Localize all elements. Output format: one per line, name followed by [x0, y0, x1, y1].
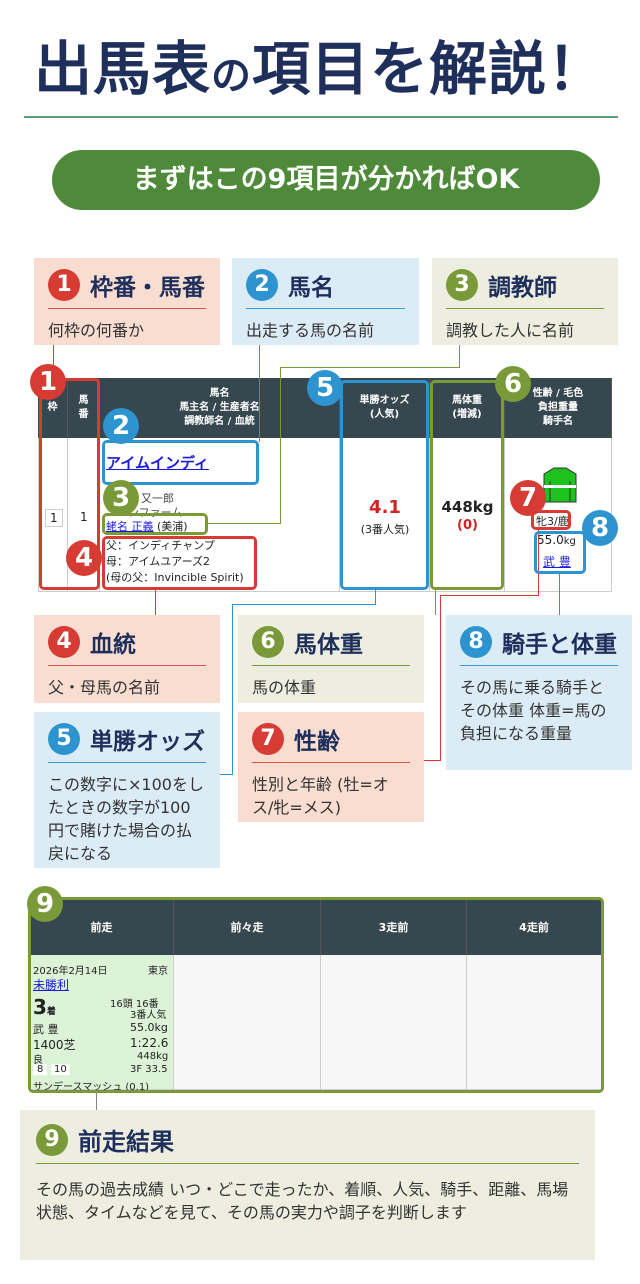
- header-4th-last: 4走前: [467, 900, 602, 955]
- race-date: 2026年2月14日: [33, 966, 108, 977]
- owner: 又一郎: [141, 492, 174, 505]
- badge-1: 1: [30, 364, 66, 400]
- header-3rd-last: 3走前: [321, 900, 467, 955]
- race-time: 1:22.6: [130, 1036, 169, 1050]
- race-name-link[interactable]: 未勝利: [33, 978, 70, 992]
- waku-badge: 1: [45, 509, 63, 527]
- highlight-1: [39, 378, 100, 590]
- badge-8: 8: [582, 510, 618, 546]
- highlight-5: [340, 380, 429, 590]
- popularity: (3番人気): [360, 523, 410, 536]
- past-jockey: 武 豊: [33, 1023, 59, 1036]
- highlight-4: [102, 536, 257, 590]
- distance: 1400芝: [33, 1038, 76, 1052]
- weight-change: (0): [457, 518, 478, 533]
- jockey-link[interactable]: 武 豊: [543, 555, 571, 569]
- badge-5: 5: [307, 370, 343, 406]
- dam: 母：アイムユアーズ2: [106, 555, 211, 568]
- badge-6: 6: [495, 366, 531, 402]
- odds: 4.1: [369, 497, 401, 518]
- badge-9: 9: [27, 886, 63, 922]
- page-title: 出馬表の項目を解説！: [33, 35, 607, 103]
- field-size: 16頭 16番: [110, 999, 159, 1010]
- sex-age: 牝3/鹿: [536, 515, 569, 528]
- passing-pos-2: 10: [51, 1064, 70, 1075]
- divider: [24, 116, 618, 118]
- silks-icon: [543, 467, 577, 503]
- past-weight: 55.0kg: [130, 1021, 168, 1034]
- past-popularity: 3番人気: [130, 1010, 167, 1021]
- trainer: 蛯名 正義 (美浦): [106, 520, 188, 533]
- badge-4: 4: [66, 540, 102, 576]
- header-last-race: 前走: [30, 900, 174, 955]
- highlight-3: [102, 513, 208, 535]
- header-name: 馬名馬主名 / 生産者名調教師名 / 血統: [100, 378, 340, 438]
- header-2nd-last: 前々走: [174, 900, 321, 955]
- badge-3: 3: [103, 480, 139, 516]
- body-weight: 448kg: [441, 498, 494, 516]
- trainer-link[interactable]: 蛯名 正義: [106, 520, 154, 533]
- highlight-7: [531, 510, 571, 530]
- horse-name-link[interactable]: アイムインディ: [106, 454, 209, 472]
- passing-pos-1: 8: [33, 1064, 48, 1075]
- subtitle-banner: まずはこの9項目が分かればOK: [52, 150, 600, 210]
- badge-2: 2: [103, 408, 139, 444]
- highlight-6: [430, 380, 504, 590]
- race-course: 東京: [148, 966, 168, 977]
- header-umaban: 馬番: [68, 378, 100, 438]
- highlight-2: [102, 440, 259, 485]
- last-3f: 3F 33.5: [130, 1064, 168, 1075]
- dam-sire: (母の父：Invincible Spirit): [106, 571, 244, 584]
- badge-7: 7: [510, 480, 546, 516]
- past-body-weight: 448kg: [137, 1051, 169, 1062]
- going: 良: [33, 1055, 43, 1066]
- header-weight: 馬体重(増減): [430, 378, 505, 438]
- header-odds: 単勝オッズ(人気): [340, 378, 430, 438]
- sire: 父：インディチャンプ: [106, 539, 215, 552]
- winner: サンデースマッシュ (0.1): [33, 1082, 150, 1093]
- burden-weight: 55.0kg: [537, 533, 576, 547]
- highlight-8: [534, 531, 586, 574]
- umaban: 1: [80, 510, 88, 524]
- highlight-9: [28, 897, 604, 1093]
- finish-place: 3着: [33, 995, 56, 1019]
